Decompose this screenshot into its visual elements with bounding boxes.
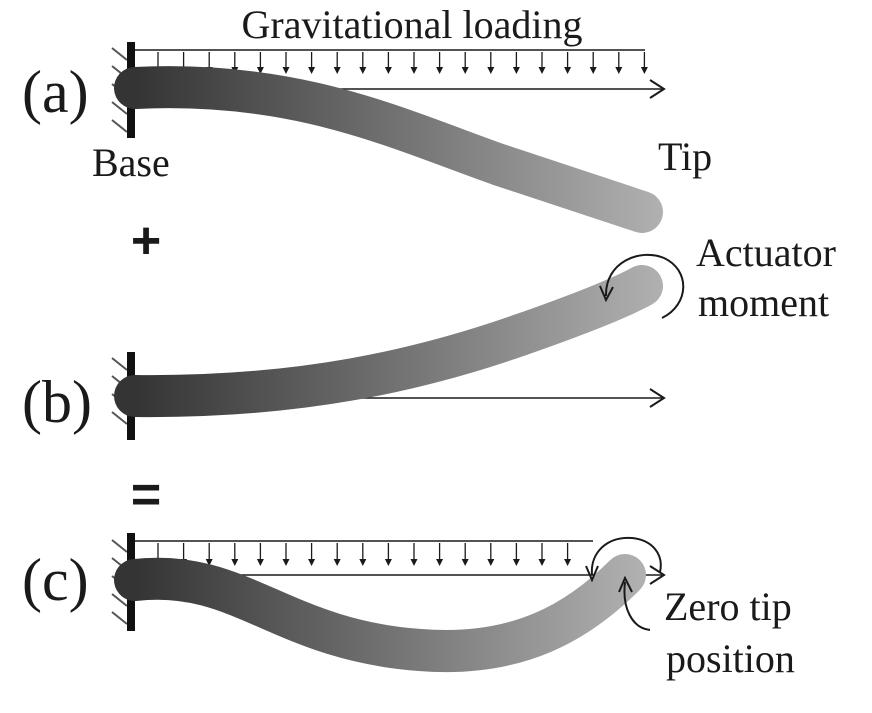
panel-c-beam bbox=[114, 554, 646, 672]
panel-b-moment-arrow bbox=[604, 253, 685, 319]
panel-a-load-arrow-head bbox=[436, 67, 444, 74]
panel-c-axis-arrowhead bbox=[649, 565, 666, 585]
panel-a: (a) Base Tip bbox=[22, 42, 712, 233]
panel-a-label: (a) bbox=[22, 59, 89, 125]
panel-a-load-arrow-head bbox=[282, 67, 290, 74]
panel-c-moment-arrow bbox=[590, 536, 662, 576]
panel-c-load-arrow-head bbox=[384, 559, 392, 566]
panel-c-load-arrows bbox=[154, 543, 572, 566]
panel-c-zero-label-2: position bbox=[666, 636, 795, 681]
panel-c-load-arrow-head bbox=[282, 559, 290, 566]
panel-a-load-arrow-head bbox=[589, 67, 597, 74]
panel-a-load-arrow-head bbox=[359, 67, 367, 74]
panel-c-load-arrow-head bbox=[487, 559, 495, 566]
panel-a-load-arrow-head bbox=[384, 67, 392, 74]
panel-a-base-label: Base bbox=[92, 140, 170, 185]
panel-c-load-arrow-head bbox=[410, 559, 418, 566]
panel-b-moment-label-1: Actuator bbox=[696, 230, 836, 275]
panel-a-load-arrow-head bbox=[410, 67, 418, 74]
panel-c-load-arrow-head bbox=[564, 559, 572, 566]
panel-a-load-arrow-head bbox=[640, 67, 648, 74]
panel-a-load-arrow-head bbox=[538, 67, 546, 74]
panel-b-moment-label-2: moment bbox=[698, 280, 829, 325]
panel-c-label: (c) bbox=[22, 547, 89, 613]
panel-a-load-arrow-head bbox=[487, 67, 495, 74]
panel-c-load-arrow-head bbox=[436, 559, 444, 566]
panel-b: (b) Actuator moment bbox=[22, 230, 836, 440]
panel-b-moment-arrowhead bbox=[599, 285, 614, 303]
plus-operator: + bbox=[131, 212, 161, 270]
title-gravitational-loading: Gravitational loading bbox=[241, 2, 582, 47]
panel-a-load-arrow-head bbox=[333, 67, 341, 74]
panel-a-load-arrow-head bbox=[512, 67, 520, 74]
equals-operator: = bbox=[131, 466, 161, 524]
panel-a-tip-label: Tip bbox=[658, 134, 712, 179]
panel-a-load-arrow-head bbox=[461, 67, 469, 74]
panel-c-load-arrow-head bbox=[205, 559, 213, 566]
panel-a-load-arrow-head bbox=[615, 67, 623, 74]
panel-c-load-arrow-head bbox=[359, 559, 367, 566]
panel-a-load-arrow-head bbox=[256, 67, 264, 74]
panel-c-load-arrow-head bbox=[256, 559, 264, 566]
panel-c-zero-label-1: Zero tip bbox=[664, 584, 792, 629]
panel-c-load-arrow-head bbox=[333, 559, 341, 566]
panel-c-load-arrow-head bbox=[231, 559, 239, 566]
panel-b-beam bbox=[114, 265, 663, 418]
panel-c-pointer-line bbox=[623, 581, 651, 631]
panel-a-axis-arrowhead bbox=[649, 79, 666, 99]
panel-c: (c) Zero tip position bbox=[22, 533, 795, 681]
panel-c-load-arrow-head bbox=[538, 559, 546, 566]
panel-a-load-arrow-head bbox=[564, 67, 572, 74]
panel-b-axis-arrowhead bbox=[649, 388, 666, 408]
panel-a-beam bbox=[114, 66, 663, 233]
panel-c-load-arrow-head bbox=[308, 559, 316, 566]
panel-c-moment-arrowhead bbox=[585, 565, 599, 583]
panel-b-label: (b) bbox=[22, 369, 92, 435]
panel-c-load-arrow-head bbox=[512, 559, 520, 566]
panel-a-load-arrow-head bbox=[308, 67, 316, 74]
panel-c-pointer-arrowhead bbox=[618, 575, 633, 593]
panel-c-load-arrow-head bbox=[461, 559, 469, 566]
